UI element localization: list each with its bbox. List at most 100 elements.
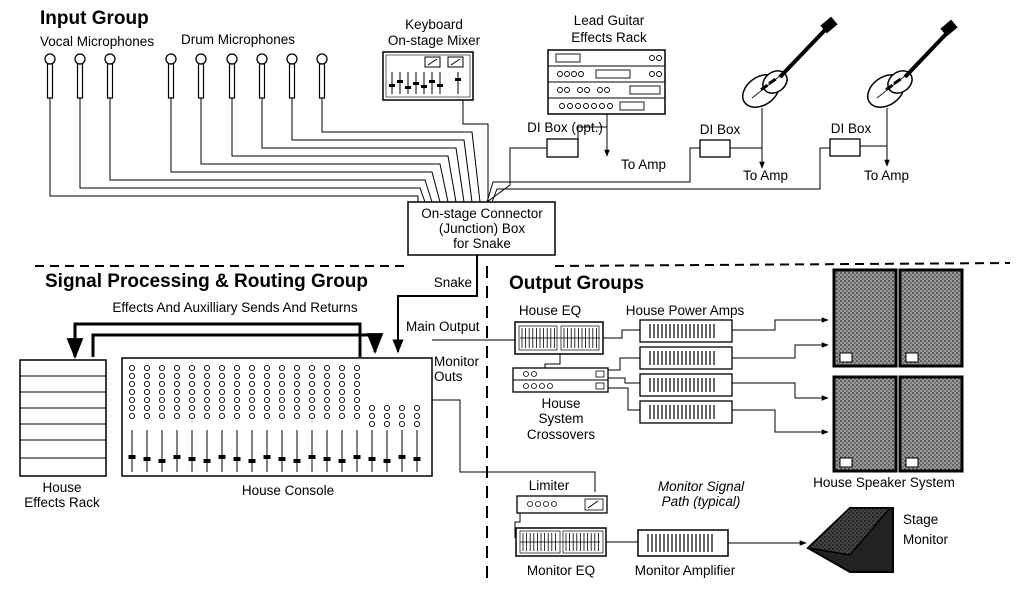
microphone-icon (165, 53, 177, 99)
microphone-icon (256, 53, 268, 99)
speaker-cabinet (898, 375, 964, 473)
monitor-outs-label-2: Outs (434, 369, 463, 384)
monitor-eq (515, 527, 607, 557)
microphone-icon (104, 53, 116, 99)
to-amp-label-3: To Amp (864, 168, 909, 183)
console-channel-strip (248, 364, 256, 472)
crossovers-label-1: House (541, 396, 580, 411)
mic-cables (49, 98, 481, 203)
amp-to-speaker-cables (732, 317, 829, 435)
house-effects-label-2: Effects Rack (24, 495, 100, 510)
keyboard-mixer (382, 51, 474, 101)
di-box-1 (699, 139, 731, 158)
power-amp-unit (639, 346, 733, 370)
effects-sends-label: Effects And Auxilliary Sends And Returns (112, 300, 357, 315)
house-speaker-system (832, 268, 964, 473)
speaker-cabinet (832, 375, 898, 473)
keyboard-cable (462, 100, 489, 202)
house-effects-rack (19, 359, 107, 477)
console-channel-strip (158, 364, 166, 472)
console-channel-strip (263, 364, 271, 472)
house-power-amps-label: House Power Amps (626, 303, 745, 318)
console-channel-strip (293, 364, 301, 472)
power-amp-unit (639, 373, 733, 397)
di-opt-cable (486, 147, 547, 203)
monitor-path-label-1: Monitor Signal (658, 479, 745, 494)
effects-send-path (66, 322, 362, 360)
rack-to-di-cable (577, 126, 607, 139)
console-channel-strip (218, 364, 226, 472)
microphone-icon (195, 53, 207, 99)
output-groups-heading: Output Groups (509, 273, 644, 294)
house-eq-label: House EQ (519, 303, 581, 318)
power-amp-unit (639, 400, 733, 424)
microphone-icon (74, 53, 86, 99)
junction-box-label-3: for Snake (453, 236, 511, 251)
drum-microphones-label: Drum Microphones (181, 32, 295, 47)
keyboard-label: Keyboard (405, 17, 463, 32)
crossover-to-amp-cables (603, 329, 640, 411)
speaker-cabinet (898, 268, 964, 368)
house-speakers-label: House Speaker System (813, 475, 955, 490)
di-1-cable (486, 147, 700, 203)
house-console (121, 357, 433, 477)
to-amp-label-1: To Amp (621, 157, 666, 172)
di-box-2-label: DI Box (831, 121, 872, 136)
limiter-to-eq-cable (514, 513, 521, 538)
speaker-cabinet (832, 268, 898, 368)
console-channel-strip (323, 364, 331, 472)
power-amp-unit (639, 319, 733, 343)
console-channel-strip (368, 404, 376, 472)
console-channel-strip (128, 364, 136, 472)
stage-monitor (806, 507, 894, 573)
console-channel-strip (308, 364, 316, 472)
crossovers-label-3: Crossovers (527, 427, 596, 442)
console-channel-strip (173, 364, 181, 472)
divider-right (554, 262, 1011, 267)
guitar-effects-rack (547, 49, 666, 115)
microphone-icon (44, 53, 56, 99)
di-2-cable (491, 147, 830, 203)
microphone-icon (226, 53, 238, 99)
console-channel-strip (398, 404, 406, 472)
monitor-eq-label: Monitor EQ (527, 563, 595, 578)
console-channel-strip (338, 364, 346, 472)
effects-return-path (91, 333, 384, 357)
junction-box (407, 201, 556, 256)
console-channel-strip (353, 364, 361, 472)
monitor-amp-label: Monitor Amplifier (635, 563, 736, 578)
di-box-opt (546, 138, 579, 158)
di-box-opt-label: DI Box (opt.) (527, 120, 603, 135)
console-channel-strip (233, 364, 241, 472)
console-channel-strip (413, 404, 421, 472)
monitor-outs-label-1: Monitor (434, 354, 480, 369)
junction-box-label-1: On-stage Connector (421, 206, 543, 221)
snake-line (392, 255, 478, 354)
microphone-icon (286, 53, 298, 99)
monitor-path-label-2: Path (typical) (662, 494, 741, 509)
microphone-icon (316, 53, 328, 99)
vocal-microphones (44, 53, 116, 99)
house-power-amps (639, 319, 733, 424)
crossovers-label-2: System (538, 411, 583, 426)
guitar-icon (867, 19, 958, 108)
onstage-mixer-label: On-stage Mixer (388, 33, 481, 48)
limiter (516, 495, 608, 514)
console-channel-strip (203, 364, 211, 472)
junction-box-label-2: (Junction) Box (439, 221, 526, 236)
input-group-heading: Input Group (40, 8, 149, 29)
drum-microphones (165, 53, 328, 99)
house-crossovers (512, 367, 609, 393)
stage-monitor-label-1: Stage (903, 512, 938, 527)
console-channel-strip (278, 364, 286, 472)
stage-monitor-label-2: Monitor (903, 532, 949, 547)
to-amp-label-2: To Amp (743, 168, 788, 183)
di-box-1-label: DI Box (700, 122, 741, 137)
house-eq (514, 321, 604, 355)
main-output-label: Main Output (406, 319, 480, 334)
guitar-icon (742, 16, 838, 108)
house-console-label: House Console (242, 483, 334, 498)
house-effects-label-1: House (42, 480, 81, 495)
effects-rack-label: Effects Rack (571, 30, 647, 45)
